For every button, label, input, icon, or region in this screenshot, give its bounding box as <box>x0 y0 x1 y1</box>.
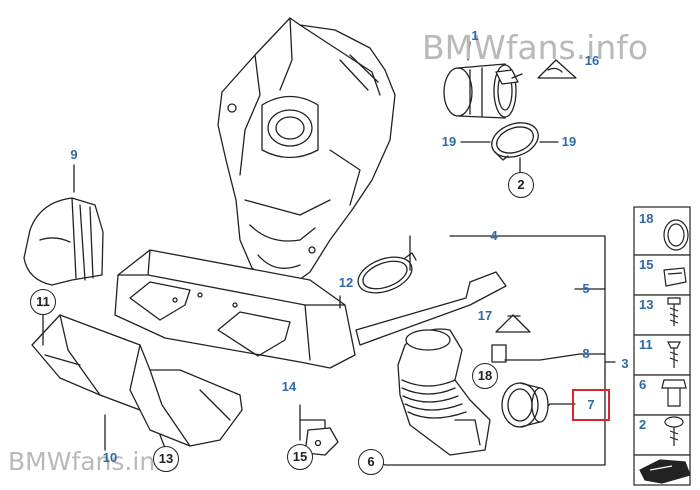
callout-17[interactable]: 17 <box>477 308 493 323</box>
side-label-11[interactable]: 11 <box>639 337 653 352</box>
small-parts-column <box>633 206 691 486</box>
callout-10[interactable]: 10 <box>102 450 118 465</box>
callout-12[interactable]: 12 <box>338 275 354 290</box>
side-label-18[interactable]: 18 <box>639 211 654 226</box>
callout-5[interactable]: 5 <box>582 281 590 296</box>
part-12-resonator <box>114 249 356 369</box>
callout-6-circled[interactable]: 6 <box>358 449 384 475</box>
side-label-13[interactable]: 13 <box>639 297 654 312</box>
part-4-clamp <box>357 256 413 294</box>
callout-11-circled[interactable]: 11 <box>30 289 56 315</box>
callout-16[interactable]: 16 <box>584 53 600 68</box>
side-label-2[interactable]: 2 <box>639 417 647 432</box>
side-label-15[interactable]: 15 <box>639 257 654 272</box>
part-17-label <box>495 314 531 333</box>
part-5-hose <box>355 271 507 346</box>
callout-2-circled[interactable]: 2 <box>508 172 534 198</box>
callout-19-left[interactable]: 19 <box>441 134 457 149</box>
callout-4[interactable]: 4 <box>490 228 498 243</box>
part-1-air-mass-meter <box>443 63 523 119</box>
part-9-intake-duct <box>23 197 104 286</box>
callout-18-circled[interactable]: 18 <box>472 363 498 389</box>
callout-14[interactable]: 14 <box>281 379 297 394</box>
callout-3[interactable]: 3 <box>621 356 629 371</box>
callout-7-highlighted[interactable]: 7 <box>572 389 610 421</box>
callout-13-circled[interactable]: 13 <box>153 446 179 472</box>
callout-8[interactable]: 8 <box>582 346 590 361</box>
watermark-top: BMWfans.info <box>422 28 649 67</box>
side-label-6[interactable]: 6 <box>639 377 647 392</box>
part-19-clamp <box>491 122 539 161</box>
callout-19-right[interactable]: 19 <box>561 134 577 149</box>
part-6-bellows <box>397 328 491 456</box>
callout-15-circled[interactable]: 15 <box>287 444 313 470</box>
part-7-sleeve <box>501 382 549 428</box>
air-filter-housing <box>217 17 396 286</box>
part-18-plug <box>491 344 507 363</box>
part-10-lower-duct <box>31 314 243 447</box>
callout-9[interactable]: 9 <box>70 147 78 162</box>
watermark-bottom: BMWfans.info <box>8 447 180 476</box>
callout-1[interactable]: 1 <box>471 28 479 43</box>
